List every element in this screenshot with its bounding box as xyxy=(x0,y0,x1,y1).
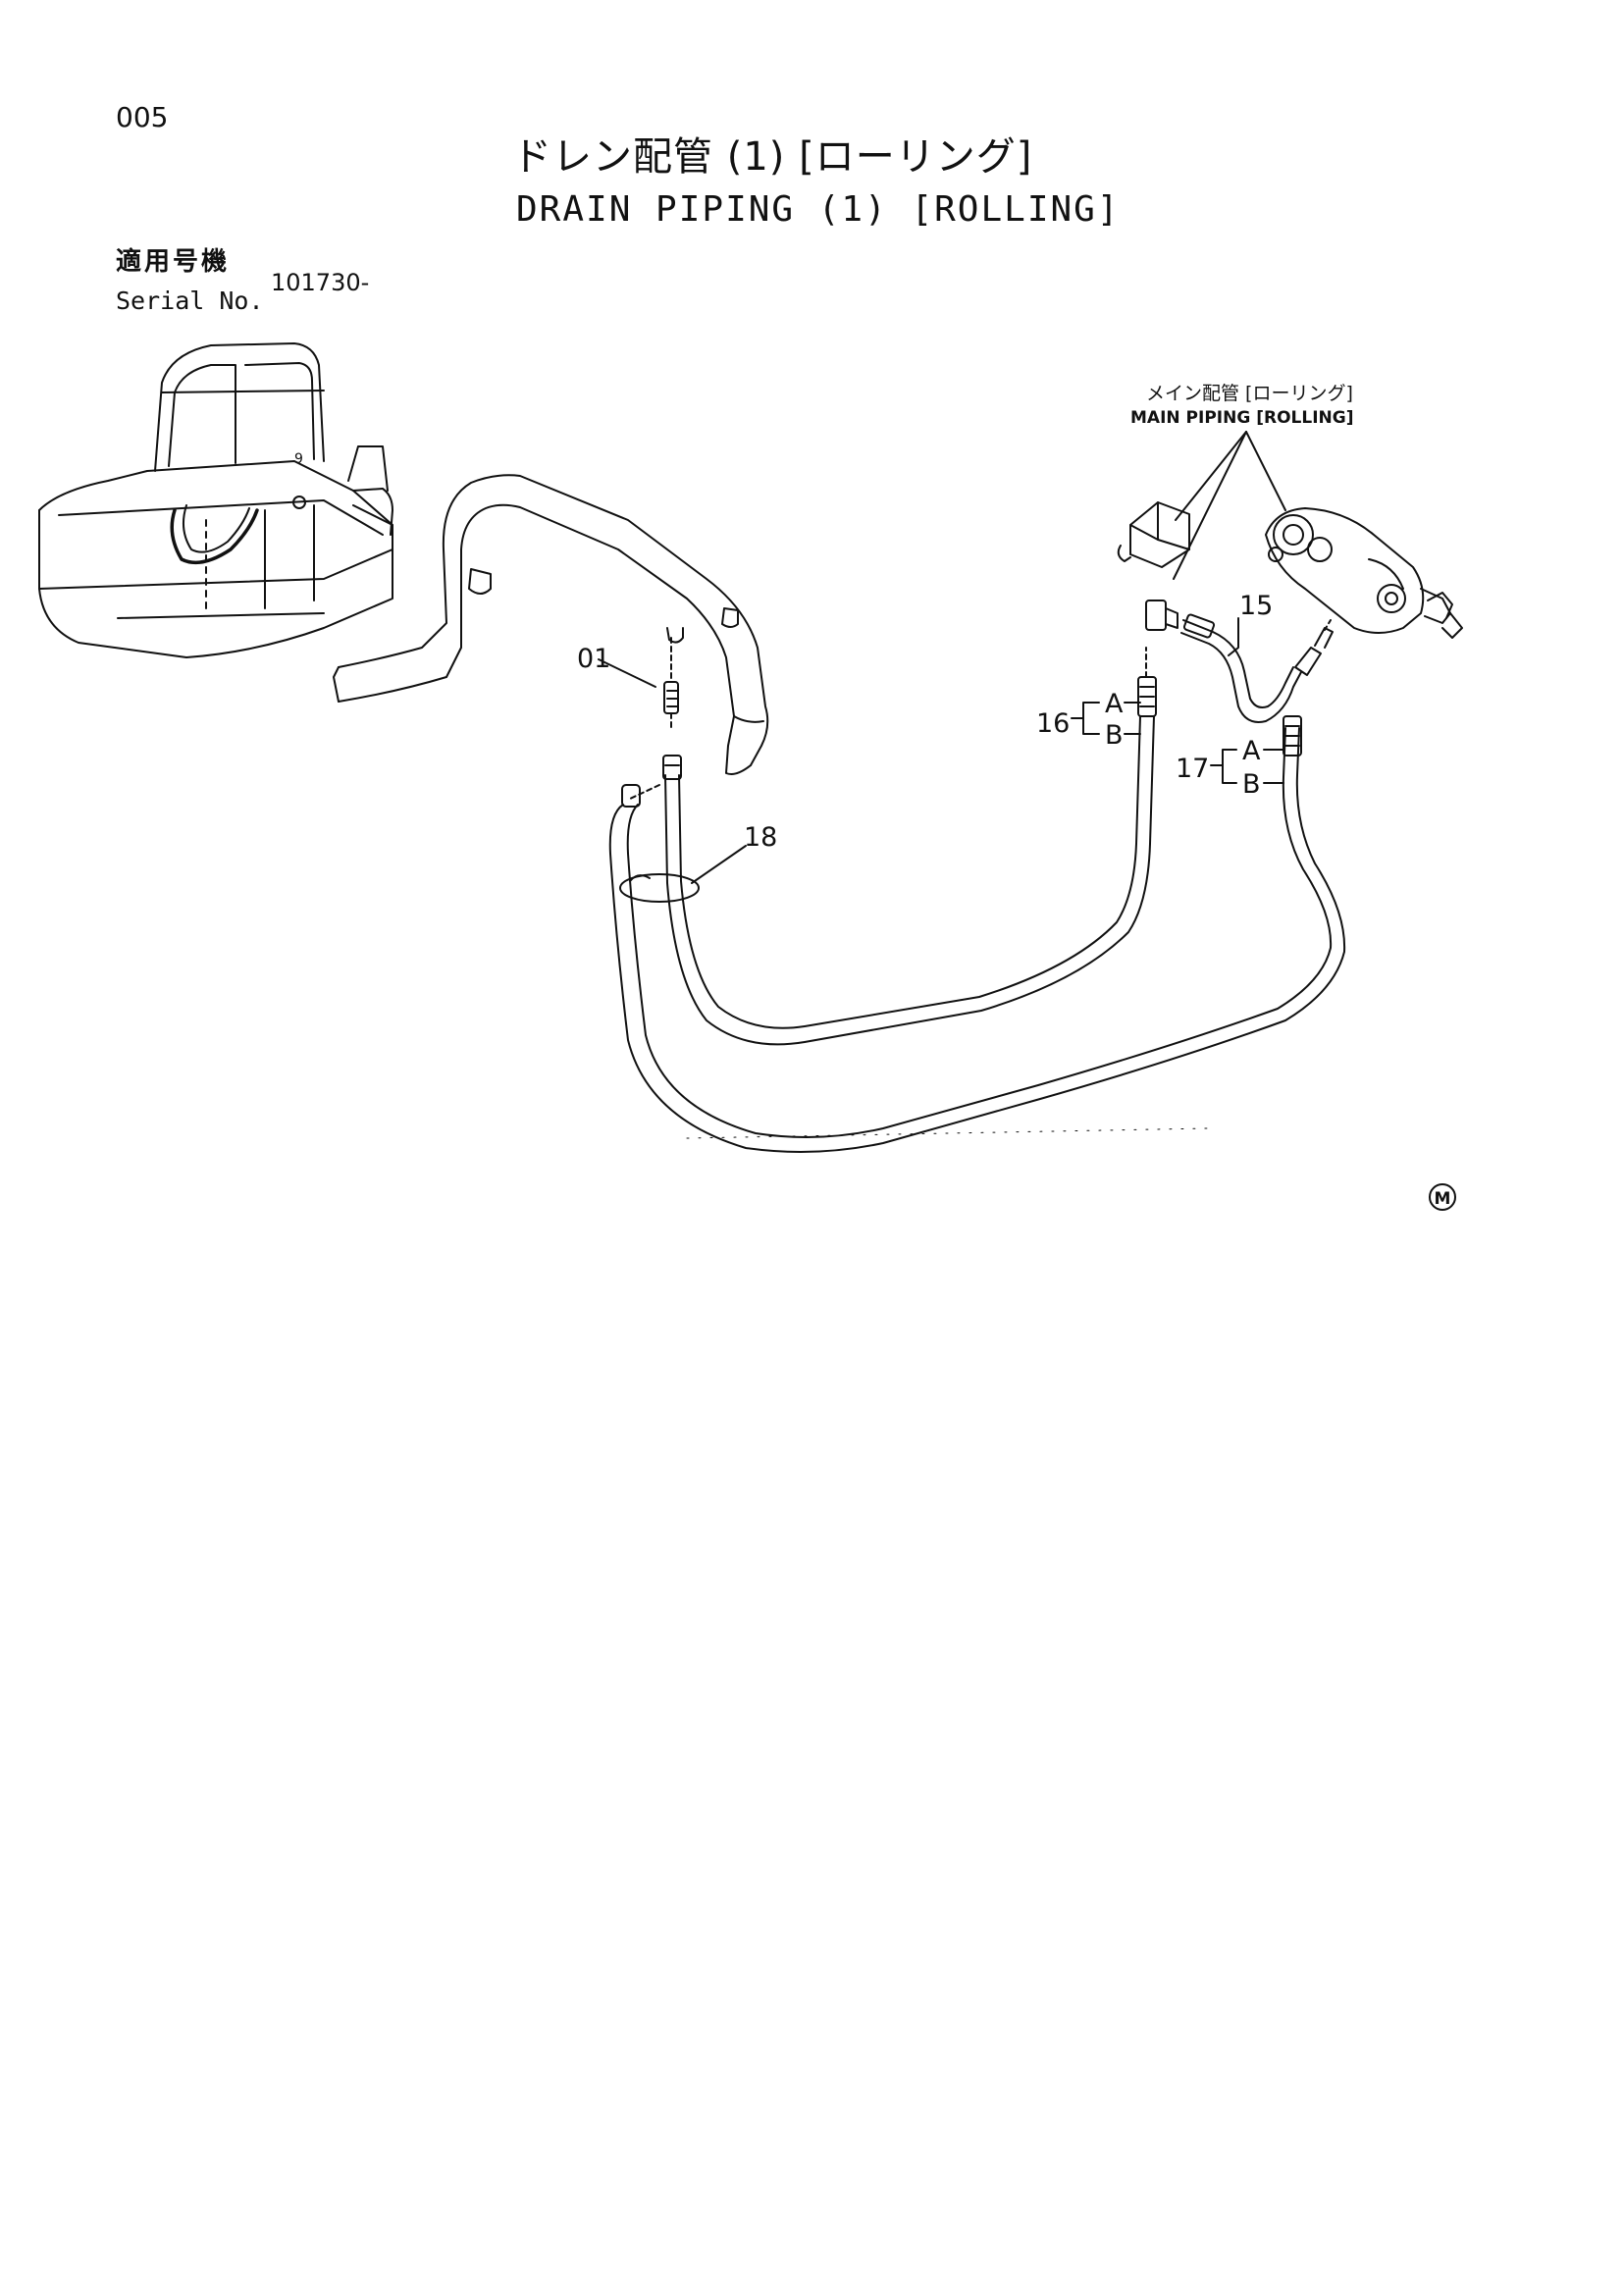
callout-brackets xyxy=(1071,702,1284,784)
callout-17-a: A xyxy=(1242,736,1261,766)
callout-17-b: B xyxy=(1242,769,1261,800)
page-title-japanese: ドレン配管 (1) [ローリング] xyxy=(512,134,1033,180)
callout-16-b: B xyxy=(1105,720,1124,751)
callout-16-a: A xyxy=(1105,689,1124,719)
callout-01: 01 xyxy=(577,644,611,674)
serial-label-english: Serial No. xyxy=(116,287,264,315)
main-piping-valve-assembly xyxy=(1117,431,1463,639)
reference-label-english: MAIN PIPING [ROLLING] xyxy=(1130,408,1354,428)
hose-16 xyxy=(662,647,1157,1046)
clamp-18 xyxy=(619,845,747,903)
hose-17 xyxy=(608,715,1346,1153)
callout-16: 16 xyxy=(1036,708,1071,739)
callout-17: 17 xyxy=(1176,754,1210,784)
serial-label-japanese: 適用号機 xyxy=(116,247,231,277)
callout-15: 15 xyxy=(1239,591,1274,621)
svg-text:9: 9 xyxy=(294,451,303,467)
serial-number-value: 101730- xyxy=(271,269,370,296)
page-number: 005 xyxy=(116,101,169,133)
fitting-01 xyxy=(598,637,679,801)
reference-label-japanese: メイン配管 [ローリング] xyxy=(1146,383,1353,404)
circled-m-letter: M xyxy=(1435,1189,1451,1209)
excavator-overview-illustration: 9 xyxy=(38,342,393,658)
circled-m-mark: M xyxy=(1429,1183,1456,1211)
boom-arm-illustration xyxy=(333,474,769,775)
hose-15 xyxy=(1180,613,1334,723)
page-title-english: DRAIN PIPING (1) [ROLLING] xyxy=(516,189,1121,230)
callout-18: 18 xyxy=(744,822,778,853)
